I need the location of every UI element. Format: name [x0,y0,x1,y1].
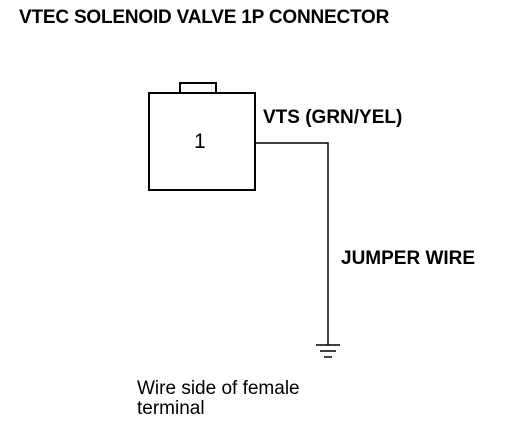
jumper-wire-label: JUMPER WIRE [341,248,476,269]
wire-color-label: VTS (GRN/YEL) [263,107,403,128]
view-caption: Wire side of female terminal [137,379,300,419]
connector-lock-tab [179,82,217,94]
jumper-wire-line [255,142,329,345]
caption-line-2: terminal [137,398,205,419]
diagram-title: VTEC SOLENOID VALVE 1P CONNECTOR [19,7,390,28]
caption-line-1: Wire side of female [137,378,300,399]
ground-symbol-icon [316,344,340,358]
connector-pin-number: 1 [194,130,206,153]
connector-body [148,92,256,191]
